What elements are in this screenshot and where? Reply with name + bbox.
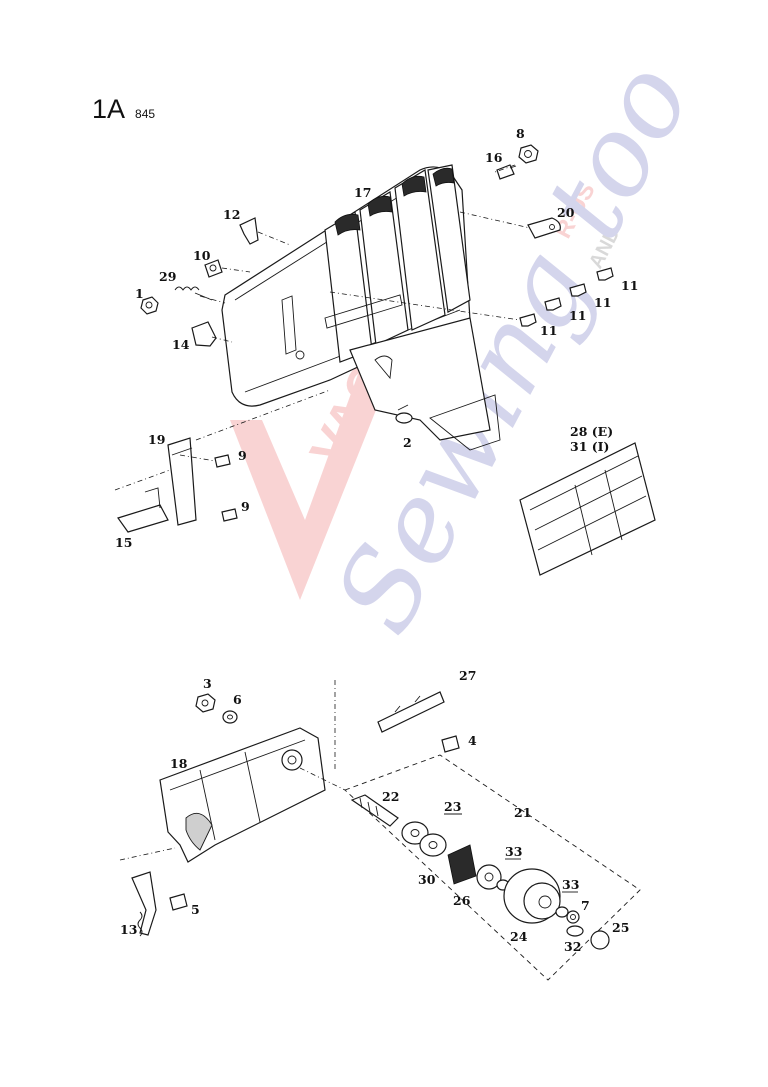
bar-part-27 — [377, 691, 445, 733]
gear-part-26 — [476, 864, 502, 890]
leader-21 — [299, 767, 346, 791]
callout-25: 25 — [612, 920, 629, 935]
figure-heading: 1A 845 — [92, 94, 155, 125]
callout-31: 31 (I) — [570, 439, 609, 454]
callout-28: 28 (E) — [570, 424, 613, 439]
callout-11b: 11 — [569, 308, 586, 323]
frame-part-18 — [159, 727, 326, 863]
callout-3: 3 — [203, 676, 212, 691]
callout-32: 32 — [564, 939, 581, 954]
figure-number: 1A — [92, 94, 126, 124]
callout-17: 17 — [354, 185, 371, 200]
callout-33a: 33 — [505, 844, 522, 859]
callout-24: 24 — [510, 929, 528, 944]
callout-15: 15 — [115, 535, 132, 550]
lever-part-13 — [131, 871, 157, 937]
callout-4: 4 — [468, 733, 477, 748]
callout-10: 10 — [193, 248, 211, 263]
knob-part-10 — [204, 259, 223, 278]
washer-part-6 — [222, 710, 238, 724]
model-number: 845 — [135, 107, 156, 121]
callout-16: 16 — [485, 150, 503, 165]
subassembly-box-21 — [344, 754, 641, 981]
clips-part-11 — [519, 267, 614, 327]
spring-part-29 — [174, 286, 213, 301]
leader-13 — [119, 847, 176, 861]
washer-part-33b — [555, 906, 569, 918]
callout-13: 13 — [120, 922, 137, 937]
callout-9b: 9 — [241, 499, 250, 514]
nut-part-8 — [518, 144, 539, 164]
spring-part-30 — [447, 844, 477, 885]
callout-30: 30 — [418, 872, 436, 887]
callout-14: 14 — [172, 337, 190, 352]
discs-part-23 — [401, 821, 447, 857]
callout-11c: 11 — [594, 295, 611, 310]
callout-12: 12 — [223, 207, 240, 222]
bracket-part-19 — [167, 437, 197, 526]
screw-part-4 — [441, 735, 460, 753]
callout-9a: 9 — [238, 448, 247, 463]
callout-18: 18 — [170, 756, 188, 771]
screw-part-5 — [169, 893, 188, 911]
callout-19: 19 — [148, 432, 165, 447]
screws-part-9 — [214, 454, 238, 522]
callout-2: 2 — [403, 435, 412, 450]
knob-part-24 — [503, 868, 561, 924]
clip-part-20 — [527, 217, 561, 239]
callout-23: 23 — [444, 799, 461, 814]
callout-11a: 11 — [540, 323, 557, 338]
bracket-part-14 — [191, 321, 217, 347]
callout-11d: 11 — [621, 278, 638, 293]
callout-labels: 1 2 3 4 5 6 7 8 9 9 10 11 11 11 11 12 13… — [115, 126, 638, 954]
cap-part-25 — [590, 930, 610, 950]
callout-8: 8 — [516, 126, 525, 141]
shaft-part-22 — [350, 794, 399, 827]
leader-lines-upper — [114, 164, 531, 491]
callout-22: 22 — [382, 789, 399, 804]
nut-part-1 — [140, 296, 159, 315]
callout-5: 5 — [191, 902, 200, 917]
callout-33b: 33 — [562, 877, 579, 892]
callout-1: 1 — [135, 286, 144, 301]
callout-27: 27 — [459, 668, 476, 683]
bracket-part-12 — [239, 217, 259, 245]
screw-part-2 — [395, 404, 413, 424]
callout-26: 26 — [453, 893, 471, 908]
instruction-label-part-28-31 — [519, 442, 656, 576]
screw-part-16 — [496, 164, 517, 180]
ring-part-7 — [566, 910, 580, 924]
cover-plate-17 — [221, 164, 501, 451]
nut-part-3 — [195, 693, 216, 713]
callout-6: 6 — [233, 692, 242, 707]
callout-21: 21 — [514, 805, 531, 820]
plate-part-15 — [117, 487, 169, 533]
screw-part-32 — [566, 925, 584, 937]
callout-29: 29 — [159, 269, 176, 284]
callout-20: 20 — [557, 205, 575, 220]
callout-7: 7 — [581, 898, 590, 913]
